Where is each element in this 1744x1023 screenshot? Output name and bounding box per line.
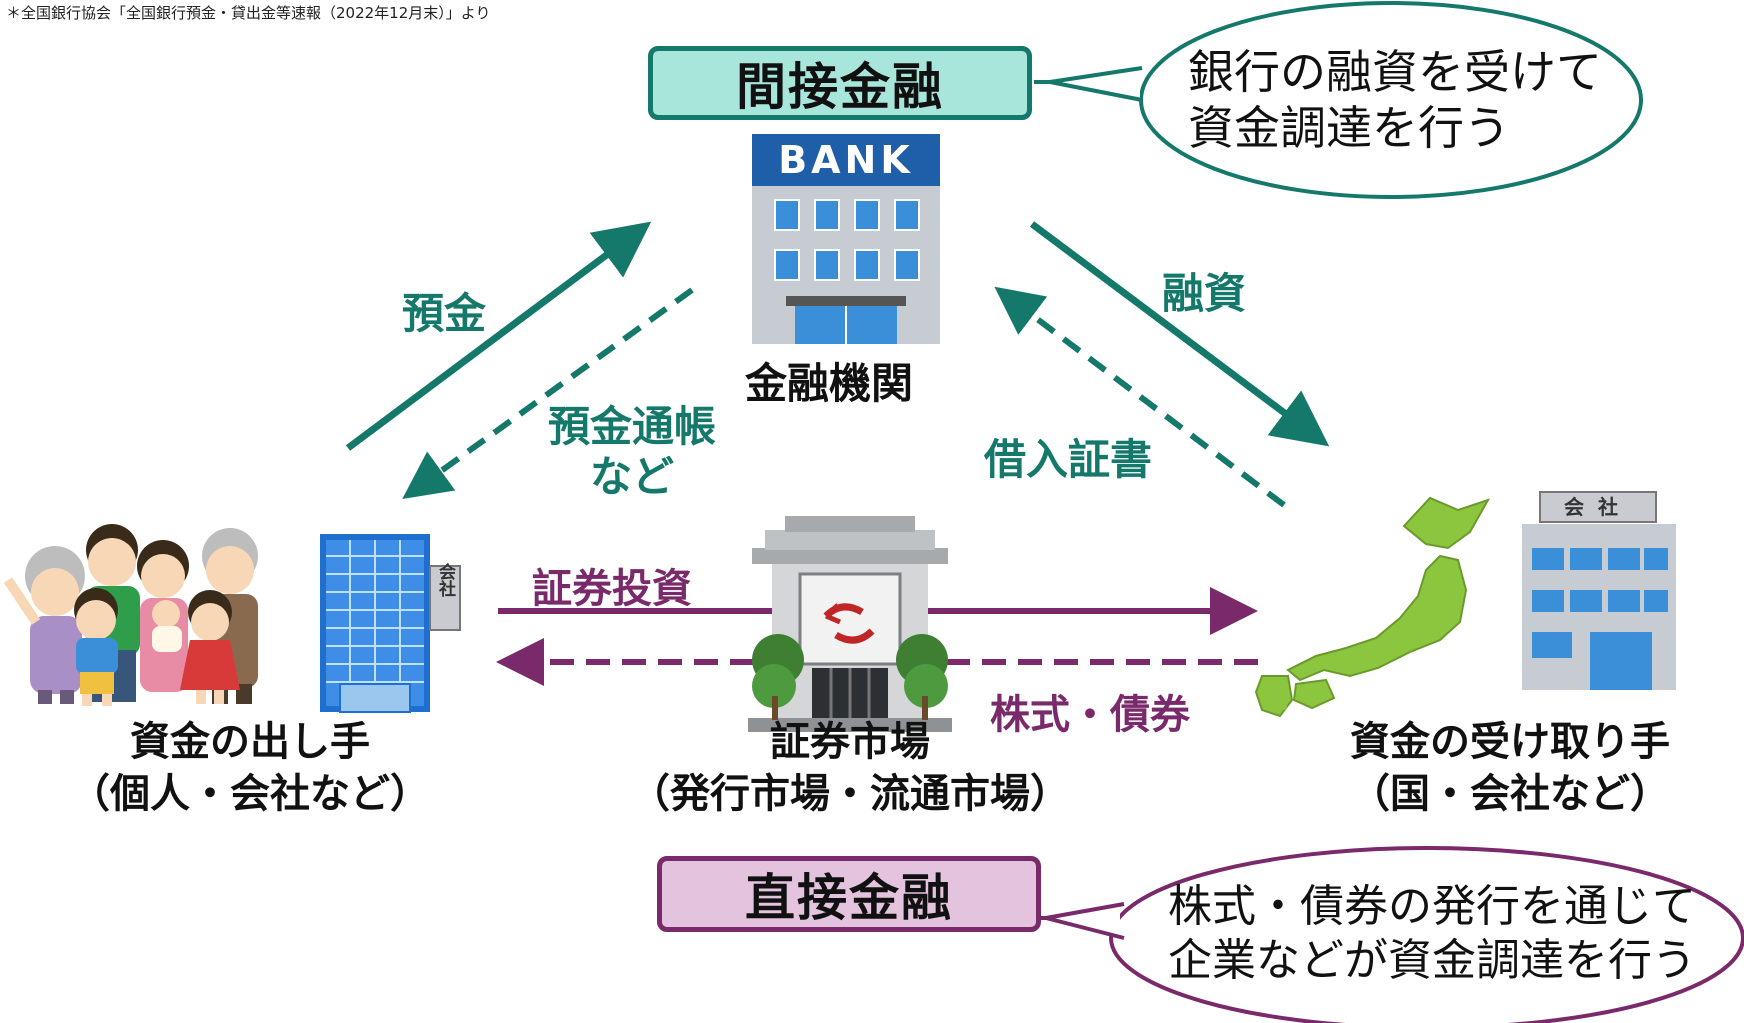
securities-investment-label: 証券投資 [532, 566, 692, 612]
deposit-arrow [345, 221, 652, 451]
direct-finance-title-text: 直接金融 [745, 869, 953, 927]
receiver-label-line1: 資金の受け取り手 [1350, 719, 1670, 765]
indirect-description-line2: 資金調達を行う [1188, 101, 1510, 155]
receiver-label: 資金の受け取り手 （国・会社など） [1300, 716, 1720, 820]
loan-arrow [1029, 221, 1330, 447]
iou-arrow [994, 286, 1286, 508]
receiver-building-sign: 会社 [1564, 495, 1632, 519]
market-label: 証券市場 （発行市場・流通市場） [610, 716, 1090, 820]
loan-label: 融資 [1162, 269, 1247, 318]
passbook-label: 預金通帳 など [532, 402, 732, 502]
direct-description-line1: 株式・債券の発行を通じて [1168, 881, 1696, 932]
deposit-label: 預金 [402, 289, 487, 338]
market-label-line1: 証券市場 [770, 719, 930, 765]
direct-finance-title: 直接金融 [657, 856, 1041, 932]
provider-label: 資金の出し手 （個人・会社など） [40, 716, 460, 820]
passbook-arrow [402, 287, 694, 500]
stocks-bonds-label: 株式・債券 [990, 692, 1190, 738]
bank-label: 金融機関 [745, 359, 914, 408]
direct-description-line2: 企業などが資金調達を行う [1168, 935, 1696, 986]
indirect-description-line1: 銀行の融資を受けて [1188, 45, 1602, 99]
receiver-label-line2: （国・会社など） [1350, 771, 1670, 817]
japan-map-icon [1254, 496, 1491, 718]
passbook-label-line2: など [589, 452, 674, 501]
provider-label-line1: 資金の出し手 [130, 719, 370, 765]
direct-description: 株式・債券の発行を通じて 企業などが資金調達を行う [1168, 880, 1696, 988]
source-note: ＊全国銀行協会「全国銀行預金・貸出金等速報（2022年12月末）」より [6, 4, 491, 22]
indirect-finance-title-text: 間接金融 [736, 58, 944, 116]
indirect-description: 銀行の融資を受けて 資金調達を行う [1188, 44, 1602, 156]
provider-label-line2: （個人・会社など） [70, 771, 430, 817]
iou-label: 借入証書 [984, 435, 1153, 484]
passbook-label-line1: 預金通帳 [547, 402, 716, 451]
provider-building-sign: 会社 [435, 562, 457, 598]
market-label-line2: （発行市場・流通市場） [630, 771, 1070, 817]
indirect-speech-bubble [1048, 1, 1643, 199]
indirect-finance-title: 間接金融 [648, 46, 1032, 120]
family-icon [3, 524, 258, 706]
direct-speech-bubble [1044, 846, 1744, 1023]
receiver-building-icon [1522, 491, 1676, 690]
stock-exchange-icon [748, 516, 952, 732]
provider-building-icon [320, 534, 461, 713]
bank-building-icon [752, 134, 940, 344]
bank-sign: BANK [778, 138, 914, 182]
